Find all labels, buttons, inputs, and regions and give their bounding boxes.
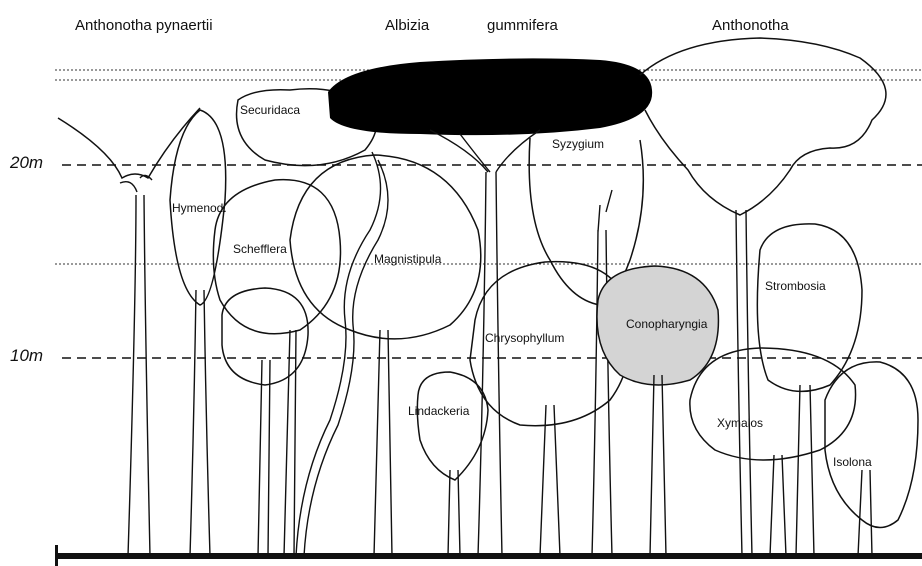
albizia-trunk	[478, 172, 502, 556]
label-strombosia: Strombosia	[765, 279, 826, 293]
title-gummifera: gummifera	[487, 17, 559, 34]
albizia-branches	[430, 130, 540, 172]
albizia-crown[interactable]	[328, 58, 652, 135]
magnistipula-trunk	[374, 330, 392, 556]
xymalos-crown	[690, 348, 856, 460]
label-schefflera: Schefflera	[233, 242, 287, 256]
anthonotha-right-crown	[640, 38, 886, 215]
label-lindackeria: Lindackeria	[408, 404, 470, 418]
strombosia-crown	[757, 224, 862, 392]
label-magnistipula: Magnistipula	[374, 252, 442, 266]
lindackeria-trunk	[448, 470, 460, 556]
isolona-trunk	[858, 470, 872, 556]
label-syzygium: Syzygium	[552, 137, 604, 151]
label-isolona: Isolona	[833, 455, 872, 469]
schefflera-trunks	[258, 330, 296, 556]
anthonotha-left-crown	[58, 108, 200, 178]
conopharyngia-trunk	[650, 375, 666, 556]
strombosia-trunk	[796, 385, 814, 556]
xymalos-trunk	[770, 455, 786, 556]
title-albizia: Albizia	[385, 17, 430, 34]
securidaca-liana	[296, 152, 388, 556]
anthonotha-left-trunk	[128, 195, 150, 556]
scale-label-20m: 20m	[9, 153, 43, 172]
label-conopharyngia: Conopharyngia	[626, 317, 708, 331]
chrysophyllum-trunk	[540, 405, 560, 556]
schefflera-crown	[213, 180, 340, 334]
ground-tick	[55, 545, 58, 566]
label-securidaca: Securidaca	[240, 103, 300, 117]
scale-label-10m: 10m	[10, 346, 43, 365]
label-chrysophyllum: Chrysophyllum	[485, 331, 564, 345]
label-hymenod: Hymenod.	[172, 201, 227, 215]
title-anthonotha: Anthonotha	[712, 17, 789, 34]
ground-line	[55, 553, 922, 559]
title-anthonotha-pynaertii: Anthonotha pynaertii	[75, 17, 213, 34]
syzygium-trunk	[592, 190, 612, 556]
label-xymalos: Xymalos	[717, 416, 763, 430]
lindackeria-crown	[417, 372, 488, 480]
anthonotha-right-trunk	[736, 210, 752, 556]
hymenod-trunk	[190, 290, 210, 556]
isolona-crown	[825, 362, 918, 528]
